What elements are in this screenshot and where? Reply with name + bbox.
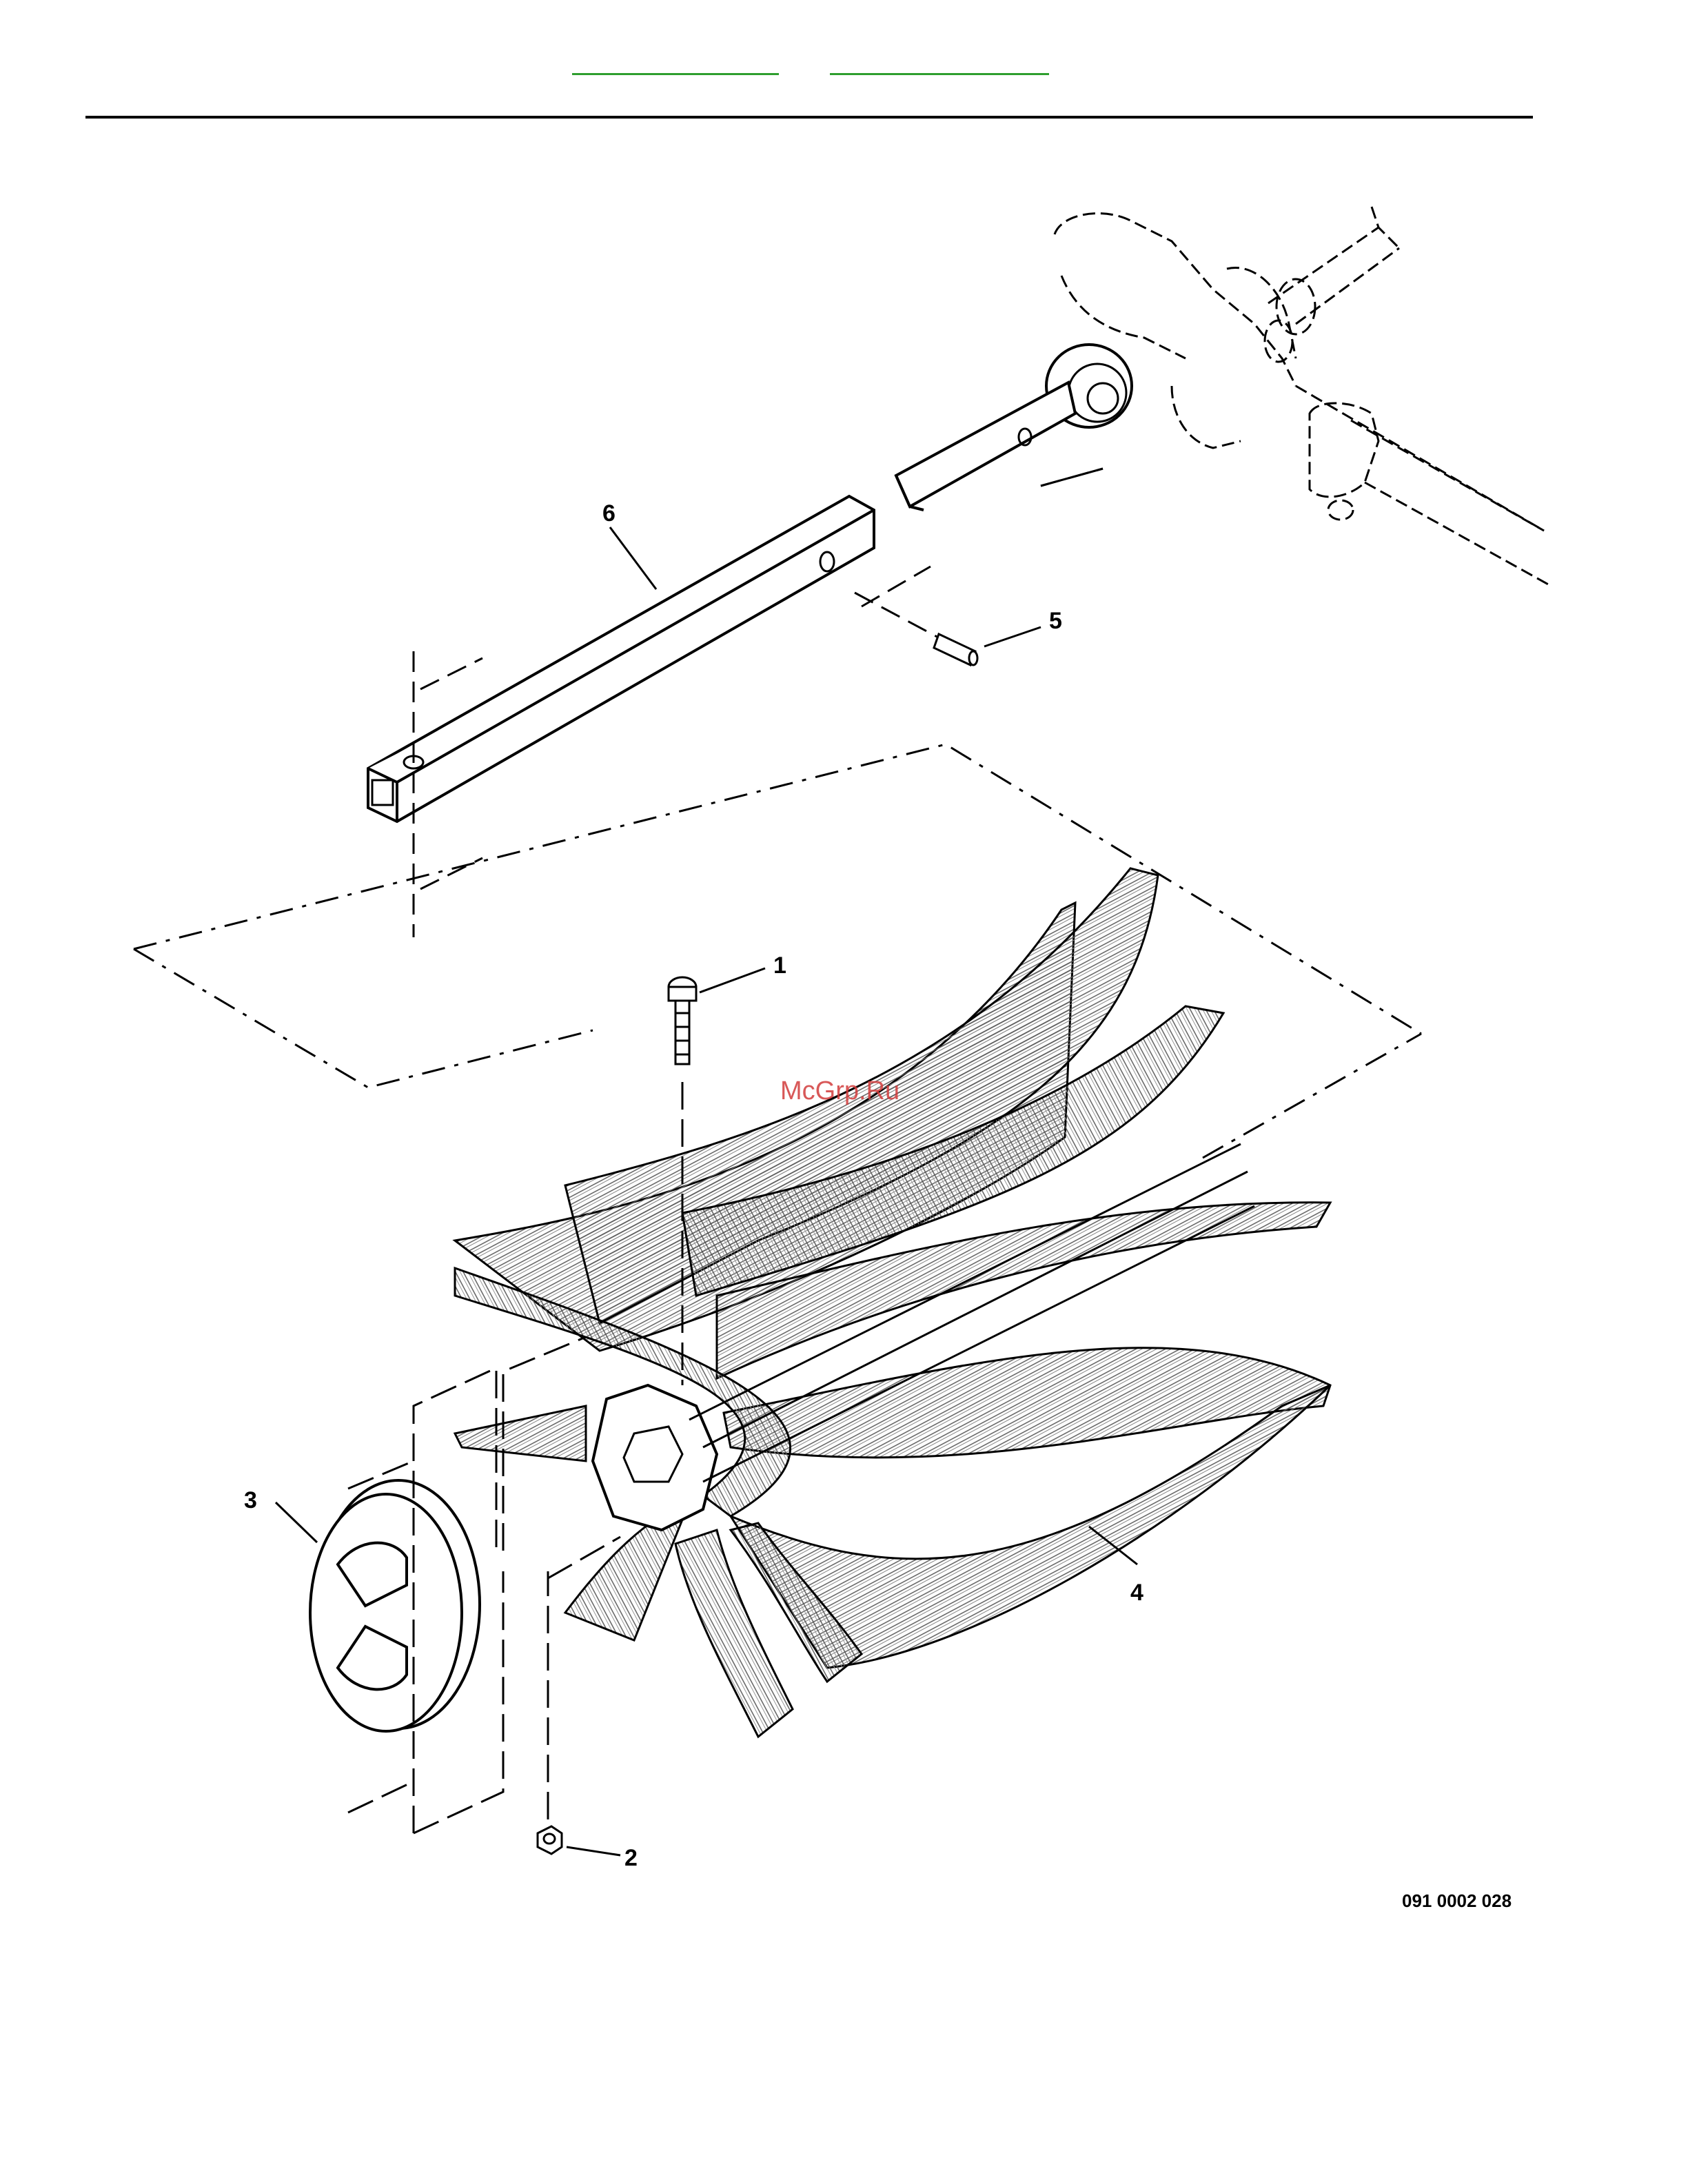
end-disc-icon (276, 1337, 586, 1833)
callout-2: 2 (624, 1845, 638, 1872)
callout-4: 4 (1130, 1580, 1143, 1606)
callout-1: 1 (773, 952, 786, 979)
watermark-text: McGrp.Ru (780, 1076, 899, 1106)
callout-5: 5 (1049, 608, 1062, 635)
callout-3: 3 (244, 1487, 257, 1514)
mounting-plane-outline (134, 744, 1421, 1158)
figure-number: 091 0002 028 (1402, 1890, 1512, 1912)
brush-rotor-icon (455, 868, 1330, 1737)
gearbox-icon (896, 207, 1551, 586)
square-shaft-icon (368, 496, 951, 937)
roll-pin-icon (934, 627, 1041, 665)
leader-6 (610, 527, 656, 589)
callout-6: 6 (602, 500, 616, 527)
